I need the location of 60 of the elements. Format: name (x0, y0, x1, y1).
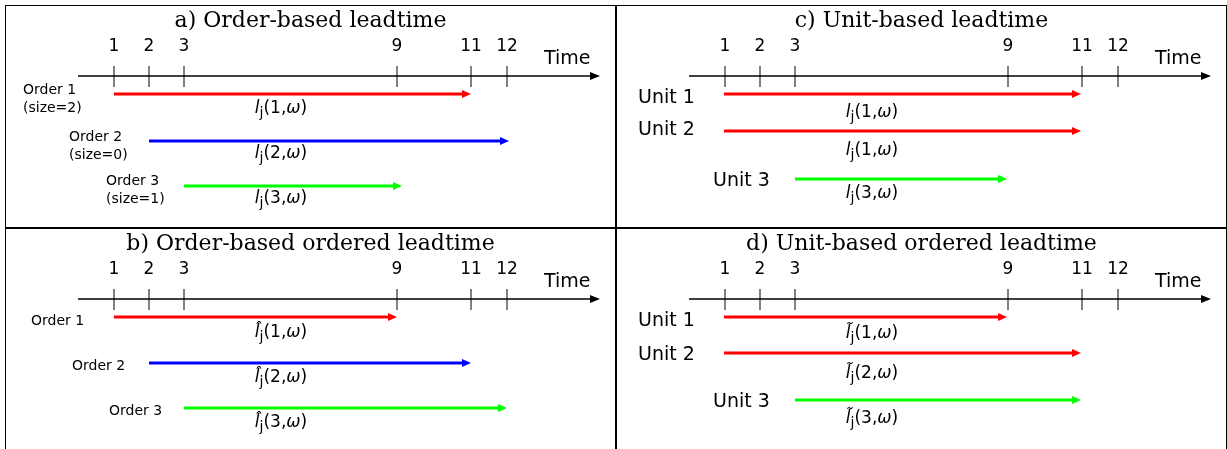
tick-label: 1 (108, 36, 120, 56)
duration-label: l$_{j}$(1,ω) (845, 102, 899, 125)
panel-title: a) Order-based leadtime (173, 7, 448, 32)
duration-label: l$_{j}$(3,ω) (845, 183, 899, 206)
duration-label: l̃$_{j}$(3,ω) (845, 408, 899, 431)
tick-label: 12 (1107, 36, 1129, 56)
tick-label: 11 (460, 259, 482, 279)
panel-title: d) Unit-based ordered leadtime (745, 230, 1098, 255)
tick-label: 2 (754, 36, 766, 56)
figure-panel (616, 5, 1227, 228)
row-label: Unit 3 (713, 390, 770, 412)
figure-panel (5, 228, 616, 449)
row-label: Order 2 (72, 357, 126, 374)
panel-title: b) Order-based ordered leadtime (125, 230, 496, 255)
row-label: Order 2 (size=0) (69, 127, 129, 164)
duration-label: l̂$_{j}$(3,ω) (254, 412, 308, 435)
row-label: Unit 2 (638, 118, 695, 140)
tick-label: 9 (1002, 36, 1014, 56)
tick-label: 3 (178, 259, 190, 279)
tick-label: 11 (1071, 36, 1093, 56)
duration-label: l$_{j}$(2,ω) (254, 143, 308, 166)
duration-label: l$_{j}$(3,ω) (254, 188, 308, 211)
tick-label: 11 (460, 36, 482, 56)
tick-label: 9 (391, 259, 403, 279)
duration-label: l̃$_{j}$(1,ω) (845, 323, 899, 346)
axis-label: Time (1155, 270, 1202, 292)
row-label: Unit 1 (638, 86, 695, 108)
tick-label: 9 (1002, 259, 1014, 279)
figure-panel (616, 228, 1227, 449)
figure-panel (5, 5, 616, 228)
tick-label: 1 (719, 259, 731, 279)
row-label: Order 1 (31, 312, 85, 329)
tick-label: 1 (108, 259, 120, 279)
row-label: Unit 2 (638, 343, 695, 365)
duration-label: l$_{j}$(1,ω) (254, 98, 308, 121)
tick-label: 3 (789, 36, 801, 56)
axis-label: Time (544, 47, 591, 69)
tick-label: 9 (391, 36, 403, 56)
tick-label: 12 (496, 259, 518, 279)
row-label: Unit 1 (638, 309, 695, 331)
duration-label: l̂$_{j}$(2,ω) (254, 367, 308, 390)
tick-label: 11 (1071, 259, 1093, 279)
tick-label: 12 (1107, 259, 1129, 279)
row-label: Order 3 (size=1) (106, 171, 166, 208)
duration-label: l̂$_{j}$(1,ω) (254, 322, 308, 345)
row-label: Order 3 (109, 402, 163, 419)
tick-label: 2 (143, 259, 155, 279)
tick-label: 1 (719, 36, 731, 56)
tick-label: 3 (178, 36, 190, 56)
duration-label: l$_{j}$(1,ω) (845, 140, 899, 163)
axis-label: Time (1155, 47, 1202, 69)
panel-title: c) Unit-based leadtime (793, 7, 1050, 32)
tick-label: 12 (496, 36, 518, 56)
row-label: Order 1 (size=2) (23, 80, 83, 117)
axis-label: Time (544, 270, 591, 292)
row-label: Unit 3 (713, 169, 770, 191)
duration-label: l̃$_{j}$(2,ω) (845, 363, 899, 386)
tick-label: 2 (754, 259, 766, 279)
tick-label: 3 (789, 259, 801, 279)
tick-label: 2 (143, 36, 155, 56)
